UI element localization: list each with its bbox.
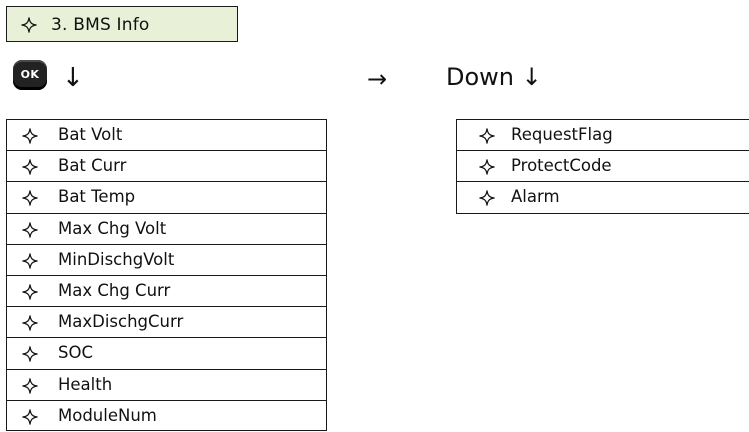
list-item: Bat Temp xyxy=(7,182,326,214)
list-item-label: MinDischgVolt xyxy=(58,249,175,269)
list-item-label: Max Chg Volt xyxy=(58,218,167,238)
four-point-star-icon xyxy=(22,346,38,362)
list-item: Alarm xyxy=(457,182,749,213)
down-label: Down ↓ xyxy=(446,63,542,91)
ok-key-label: OK xyxy=(20,68,40,81)
list-item: MinDischgVolt xyxy=(7,245,326,276)
four-point-star-icon xyxy=(22,190,38,206)
list-item-label: Bat Curr xyxy=(58,156,127,176)
list-item: MaxDischgCurr xyxy=(7,307,326,339)
four-point-star-icon xyxy=(21,17,37,33)
list-item: Max Chg Volt xyxy=(7,214,326,245)
four-point-star-icon xyxy=(479,190,495,206)
list-item-label: ModuleNum xyxy=(58,405,157,425)
menu-header: 3. BMS Info xyxy=(6,6,238,42)
list-item: ModuleNum xyxy=(7,401,326,432)
list-item-label: Alarm xyxy=(511,187,560,206)
four-point-star-icon xyxy=(22,284,38,300)
four-point-star-icon xyxy=(479,159,495,175)
list-item-label: ProtectCode xyxy=(511,156,612,175)
list-item: RequestFlag xyxy=(457,120,749,151)
ok-key-icon: OK xyxy=(13,60,47,90)
arrow-down-icon: ↓ xyxy=(62,63,84,93)
four-point-star-icon xyxy=(22,221,38,238)
list-item: ProtectCode xyxy=(457,151,749,182)
four-point-star-icon xyxy=(22,159,38,175)
four-point-star-icon xyxy=(22,409,38,425)
four-point-star-icon xyxy=(479,128,495,144)
arrow-right-icon: → xyxy=(367,65,388,93)
list-item: Bat Volt xyxy=(7,120,326,152)
list-item: SOC xyxy=(7,338,326,370)
list-item-label: SOC xyxy=(58,343,93,363)
menu-header-label: 3. BMS Info xyxy=(51,15,150,35)
list-item-label: MaxDischgCurr xyxy=(58,312,184,332)
list-item: Max Chg Curr xyxy=(7,276,326,308)
list-item-label: RequestFlag xyxy=(511,125,613,144)
list-item-label: Bat Temp xyxy=(58,187,136,207)
four-point-star-icon xyxy=(22,253,38,269)
list-item-label: Bat Volt xyxy=(58,125,123,144)
four-point-star-icon xyxy=(22,128,38,144)
four-point-star-icon xyxy=(22,315,38,331)
list-item: Health xyxy=(7,370,326,401)
list-item-label: Max Chg Curr xyxy=(58,280,171,300)
four-point-star-icon xyxy=(22,377,38,394)
list-item-label: Health xyxy=(58,374,113,394)
list-item: Bat Curr xyxy=(7,151,326,183)
